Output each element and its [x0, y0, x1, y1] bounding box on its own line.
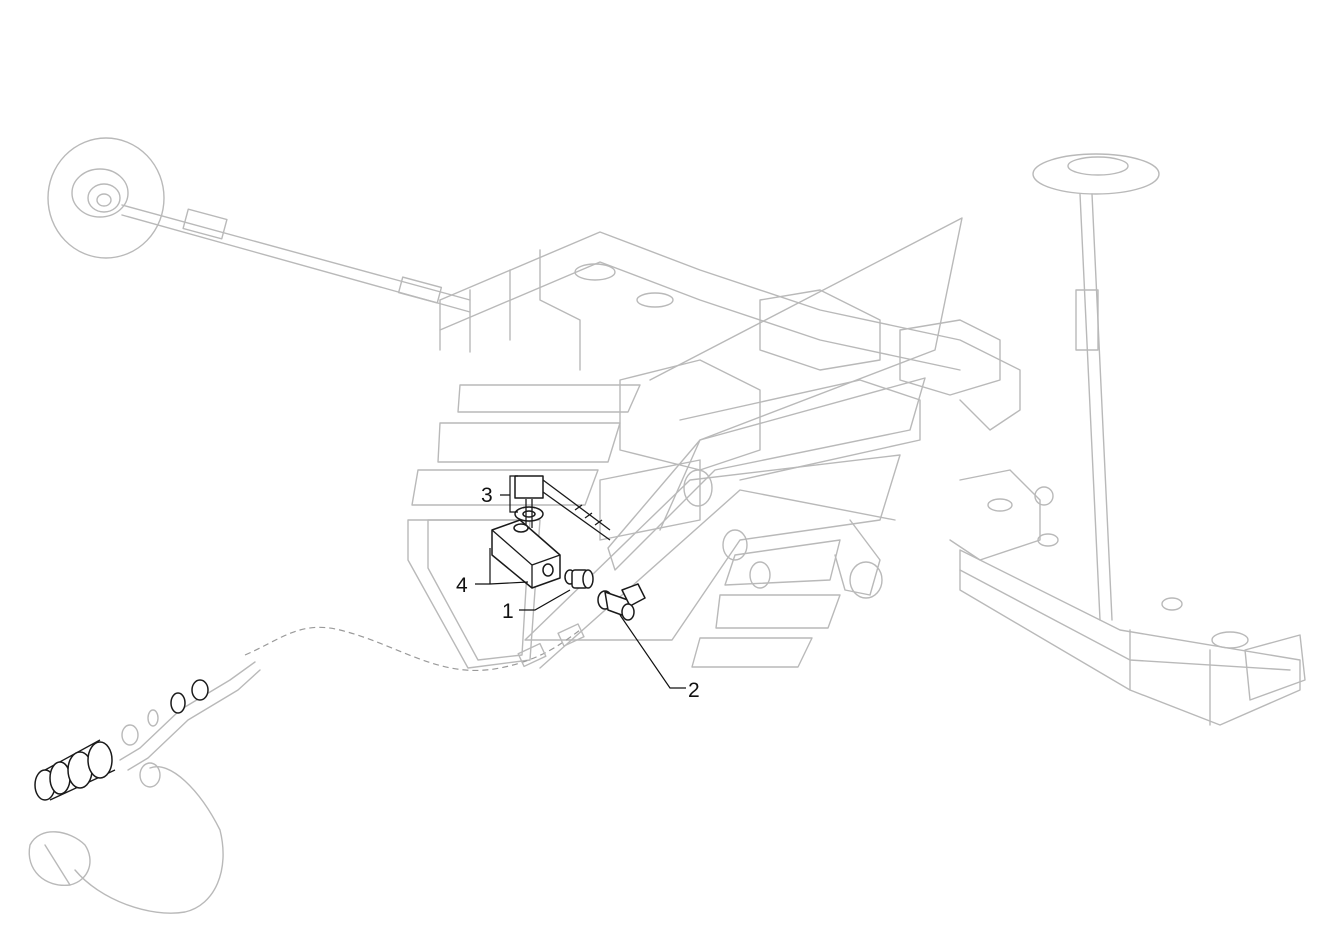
ghost-frame [28, 137, 1306, 914]
callout-leaders [475, 475, 686, 689]
callout-labels: 3 4 1 2 [456, 484, 700, 702]
leader-1 [519, 589, 571, 611]
part-2-tee [597, 583, 646, 621]
highlighted-parts [491, 475, 646, 621]
main-frame [439, 231, 1059, 599]
callout-4: 4 [456, 574, 468, 597]
part-4-block [491, 519, 561, 589]
lower-right-frame [959, 549, 1306, 726]
callout-2: 2 [688, 679, 700, 702]
left-shaft [121, 204, 471, 313]
leader-3 [500, 475, 518, 513]
part-3-sensor [514, 475, 611, 541]
left-disc [47, 137, 165, 259]
guard-plates [407, 217, 963, 669]
coupler-assembly [28, 679, 224, 914]
callout-3: 3 [481, 484, 493, 507]
part-1-fitting [564, 569, 594, 589]
hose-route [119, 623, 585, 771]
leader-2 [619, 614, 686, 689]
right-disc [1032, 153, 1160, 621]
leader-4 [475, 548, 529, 585]
callout-1: 1 [502, 600, 514, 623]
